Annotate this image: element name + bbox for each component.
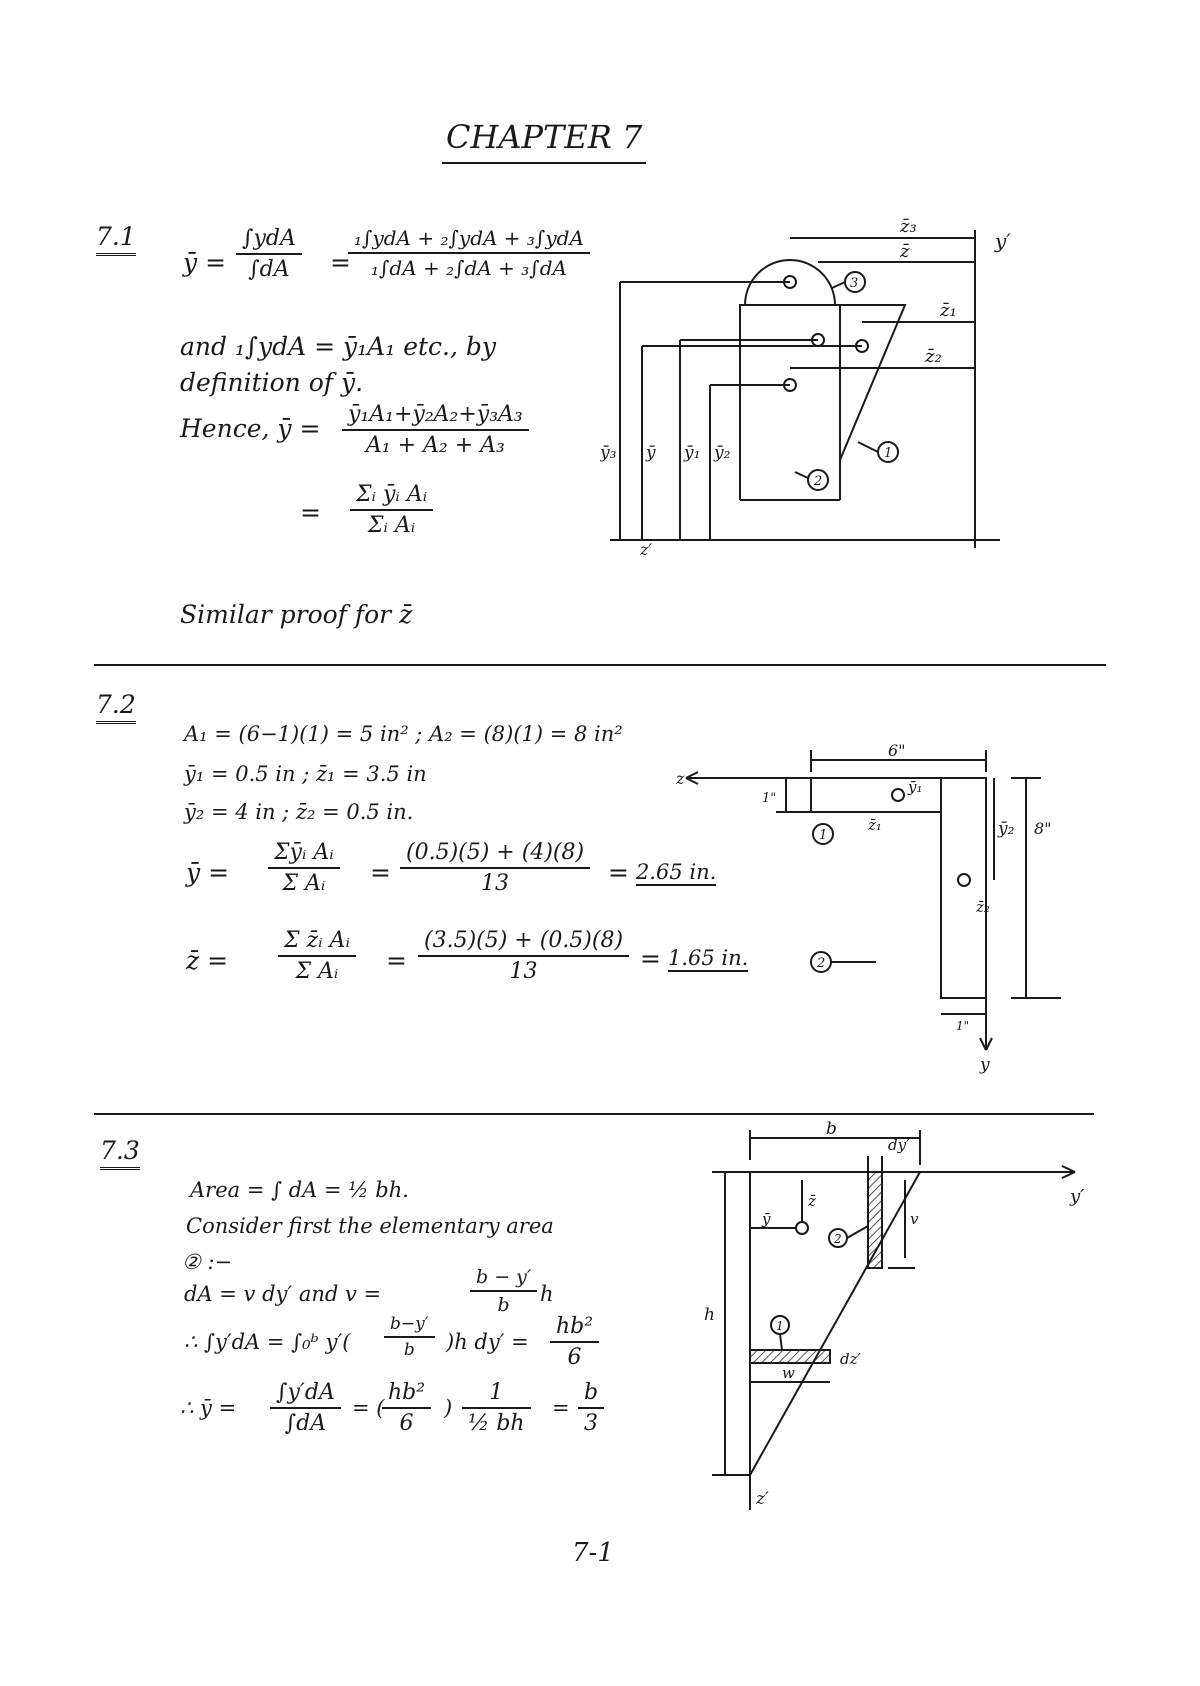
fig73-ybar-label: ȳ [761,1210,771,1228]
fig72-y1-label: ȳ₁ [907,778,923,796]
area-line: A₁ = (6−1)(1) = 5 in² ; A₂ = (8)(1) = 8 … [184,722,623,746]
zbar-result: 1.65 in. [668,946,749,972]
ybar-sum-fraction: Σȳᵢ Aᵢ Σ Aᵢ [268,840,340,896]
fig71-callout-1-text: 1 [884,446,892,461]
ybar-final-lhs: ∴ ȳ = [180,1396,237,1420]
fig72-six-label: 6" [888,741,906,760]
hb2-fraction: hb² 6 [550,1314,600,1370]
fig71-zprime-label: z′ [639,540,652,559]
ybar-equals: = [370,858,391,887]
callout-circle-1 [812,823,834,845]
summation-fraction: Σᵢ ȳᵢ Aᵢ Σᵢ Aᵢ [350,482,434,538]
fig72-z1-label: z̄₁ [867,816,882,834]
problem-number-7-2: 7.2 [96,690,136,724]
ybar-integral-fraction: ∫ydA ∫dA [236,226,302,282]
centroid-1-marker [891,788,905,802]
fig72-callout-2-text: 2 [816,956,825,971]
line-definition: definition of ȳ. [180,368,364,397]
zbar-equals-result: = [640,944,661,973]
v-h-factor: h [540,1282,554,1306]
fig71-yprime-label: y′ [994,229,1011,253]
fig73-callout-2-text: 2 [833,1232,842,1246]
centroid-2-marker [957,873,971,887]
therefore-integral-line: ∴ ∫y′dA = ∫₀ᵇ y′( [184,1330,351,1354]
b3-equals: = [552,1396,570,1420]
chapter-title: CHAPTER 7 [442,118,647,164]
ybar-numeric-fraction: (0.5)(5) + (4)(8) 13 [400,840,591,896]
fig71-y1-label: ȳ₁ [683,443,700,463]
ybar-result: 2.65 in. [636,860,717,886]
fig72-one-inch-label: 1" [762,791,776,806]
figure-7-3: b dy′ y′ ȳ z̄ v h w dz′ z′ 2 1 [704,1120,1084,1510]
fig73-dz-label: dz′ [840,1350,862,1368]
fig71-z2-label: z̄₂ [924,346,942,367]
fig71-callout-2-text: 2 [813,474,822,489]
callout-circle-2 [807,469,829,491]
fig72-y2-label: ȳ₂ [997,819,1015,839]
fig71-ybar-label: ȳ [645,443,656,463]
fig73-v-label: v [910,1210,919,1228]
paren-open: = ( [352,1396,385,1420]
fig72-one-bottom-label: 1" [956,1019,969,1033]
area-integral-line: Area = ∫ dA = ½ bh. [190,1178,409,1202]
weighted-sum-fraction: ȳ₁A₁+ȳ₂A₂+ȳ₃A₃ A₁ + A₂ + A₃ [342,402,529,458]
fig71-callout-3-text: 3 [850,276,858,291]
consider-line: Consider first the elementary area [186,1214,554,1238]
fig73-zprime-label: z′ [755,1489,769,1509]
fig73-w-label: w [782,1364,795,1382]
zbar-lhs: z̄ = [186,946,229,975]
equals-sign-2: = [300,498,321,527]
v-fraction: b − y′ b [470,1266,538,1316]
fig71-z-label: z̄ [899,241,910,262]
ybar-equals-result: = [608,858,629,887]
fig73-yprime-label: y′ [1069,1186,1084,1207]
fig72-z2-label: z̄₂ [975,898,990,916]
fig73-h-label: h [704,1305,715,1325]
problem-number-7-3: 7.3 [100,1136,140,1170]
centroid-line-2: ȳ₂ = 4 in ; z̄₂ = 0.5 in. [184,800,414,824]
fig72-eight-label: 8" [1034,819,1052,838]
similar-proof-line: Similar proof for z̄ [180,600,413,629]
ybar-lhs: ȳ = [186,858,230,887]
da-line: dA = v dy′ and v = [184,1282,382,1306]
zbar-sum-fraction: Σ z̄ᵢ Aᵢ Σ Aᵢ [278,928,356,984]
hb2-fraction-2: hb² 6 [382,1380,432,1436]
fig73-b-label: b [826,1120,837,1139]
fig71-z1-label: z̄₁ [939,300,957,321]
centroid-line-1: ȳ₁ = 0.5 in ; z̄₁ = 3.5 in [184,762,427,786]
figure-7-1: z̄₃ z̄ z̄₁ z̄₂ y′ z′ ȳ₃ ȳ ȳ₁ ȳ₂ 3 1 2 [600,216,1011,559]
split-integral-fraction: ₁∫ydA + ₂∫ydA + ₃∫ydA ₁∫dA + ₂∫dA + ₃∫dA [348,226,590,280]
one-over-half-bh-fraction: 1 ½ bh [462,1380,531,1436]
therefore-integral-tail: )h dy′ = [446,1330,529,1354]
fig73-callout-1-text: 1 [776,1319,784,1333]
fig73-dy-label: dy′ [888,1136,910,1154]
section-divider-1 [94,664,1106,666]
hence-label: Hence, ȳ = [180,414,321,443]
fig73-zbar-label: z̄ [807,1192,816,1210]
horizontal-strip-element [749,1349,831,1364]
ybar-definition-lhs: ȳ = [183,248,227,277]
problem-number-7-1: 7.1 [96,222,136,256]
zbar-numeric-fraction: (3.5)(5) + (0.5)(8) 13 [418,928,630,984]
b-over-3-fraction: b 3 [578,1380,605,1436]
fig71-z3-label: z̄₃ [899,216,917,237]
fig72-y-label: y [979,1055,990,1075]
ratio-fraction: ∫y′dA ∫dA [270,1380,341,1436]
vertical-strip-element [867,1171,883,1269]
section-divider-2 [94,1113,1094,1115]
fig71-y3-label: ȳ₃ [600,443,617,463]
centroid-marker [795,1221,809,1235]
zbar-equals: = [386,946,407,975]
line-and: and ₁∫ydA = ȳ₁A₁ etc., by [180,332,497,361]
paren-close: ) [444,1396,453,1420]
element-2-label: ② :− [182,1250,233,1274]
page-number: 7-1 [572,1538,614,1568]
fig71-y2-label: ȳ₂ [713,443,731,463]
equals-sign: = [330,248,351,277]
composite-shape-outline [739,259,907,501]
fig72-z-label: z [676,769,685,788]
paren-fraction: b−y′ b [384,1314,435,1360]
figure-7-2: 6" z 1" ȳ₁ z̄₁ ȳ₂ 8" z̄₂ 1" y 1 2 [676,741,1061,1075]
fig72-callout-1-text: 1 [819,828,827,843]
